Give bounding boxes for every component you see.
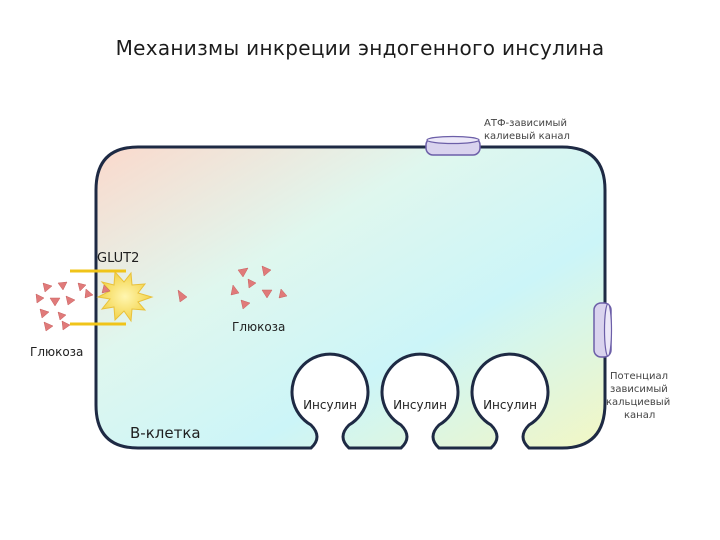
calcium-channel-label-line4: канал — [624, 410, 655, 421]
glucose-triangle-icon — [50, 298, 60, 306]
glucose-inside-label: Глюкоза — [232, 320, 285, 334]
glucose-triangle-icon — [36, 294, 44, 303]
atp-channel-label-line2: калиевый канал — [484, 131, 570, 142]
b-cell-label: B-клетка — [130, 424, 201, 442]
atp-potassium-channel — [426, 137, 480, 156]
glucose-triangle-icon — [40, 309, 49, 318]
calcium-channel-label-line3: кальциевый — [606, 397, 670, 408]
calcium-channel-label-line2: зависимый — [610, 384, 668, 395]
glucose-triangle-icon — [62, 321, 70, 330]
insulin-label-3: Инсулин — [483, 398, 537, 412]
glucose-triangle-icon — [44, 322, 53, 331]
calcium-channel-label-line1: Потенциал — [610, 371, 668, 382]
atp-channel-label-line1: АТФ-зависимый — [484, 118, 567, 129]
insulin-label-2: Инсулин — [393, 398, 447, 412]
glucose-triangle-icon — [43, 283, 52, 292]
glucose-outside-label: Глюкоза — [30, 345, 83, 359]
glucose-triangle-icon — [58, 282, 67, 290]
insulin-label-1: Инсулин — [303, 398, 357, 412]
glucose-triangle-icon — [66, 296, 75, 305]
glut2-label: GLUT2 — [97, 251, 139, 266]
glucose-triangle-icon — [58, 312, 66, 320]
calcium-channel — [594, 303, 612, 357]
glucose-triangle-icon — [85, 289, 93, 298]
glucose-triangle-icon — [78, 283, 86, 291]
